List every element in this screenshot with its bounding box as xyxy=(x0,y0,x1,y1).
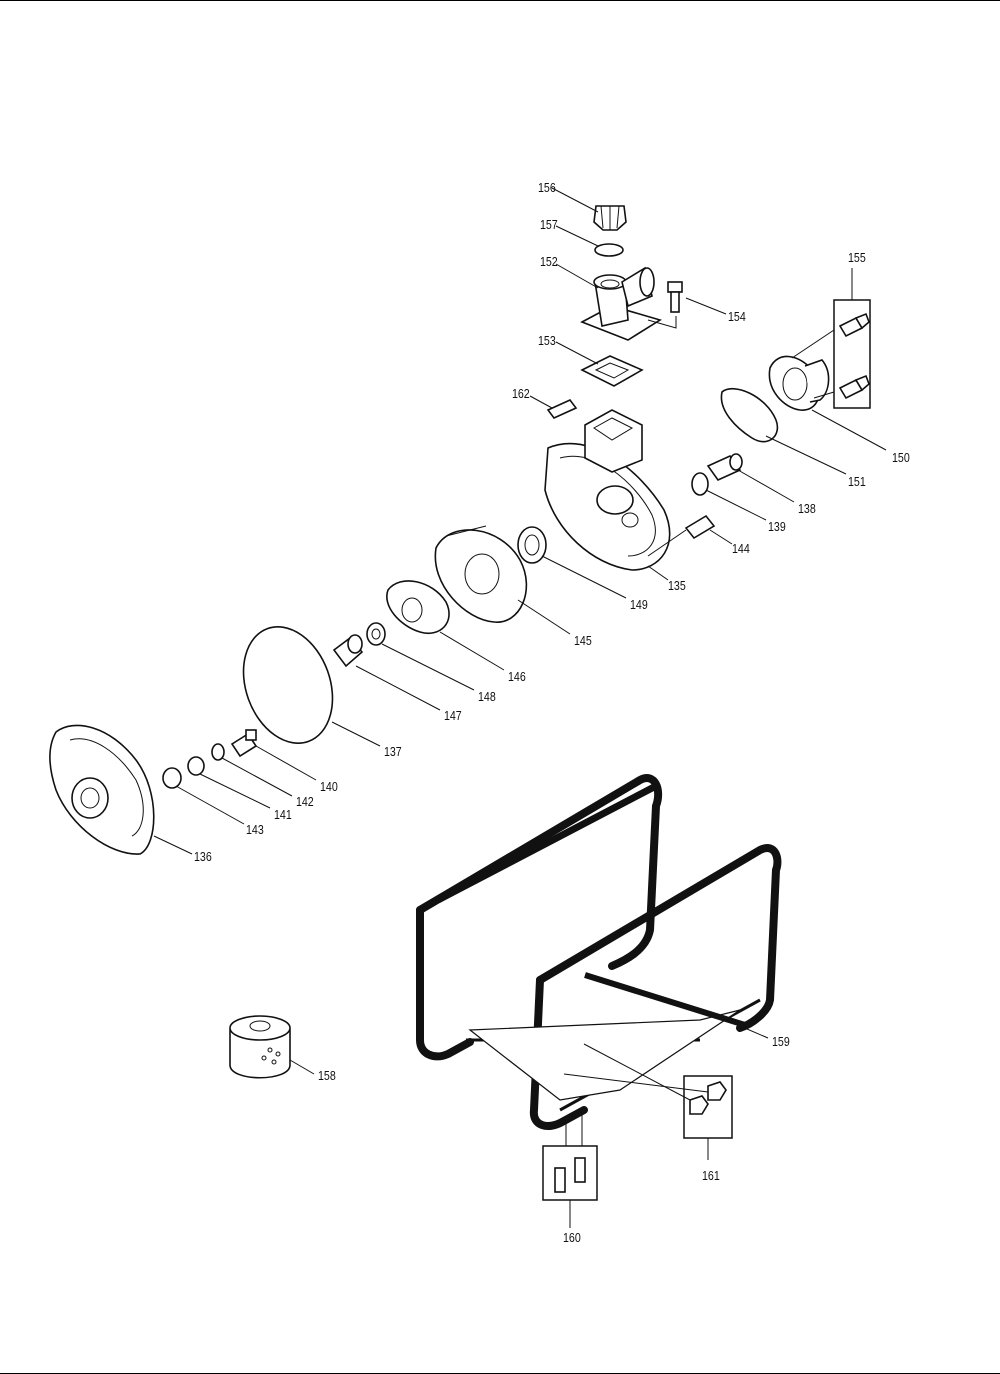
part-137-large-o-ring xyxy=(242,626,334,744)
callout-135: 135 xyxy=(668,578,686,593)
callout-145: 145 xyxy=(574,633,592,648)
callout-146: 146 xyxy=(508,669,526,684)
part-135-pump-housing xyxy=(544,409,671,571)
callout-155: 155 xyxy=(848,250,866,265)
part-160-bolts xyxy=(554,1157,586,1193)
part-159-frame xyxy=(416,774,782,1130)
callout-138: 138 xyxy=(798,501,816,516)
part-148-washer xyxy=(366,622,386,646)
part-143-seal xyxy=(162,767,182,789)
part-149-seal xyxy=(517,526,547,564)
part-162-label xyxy=(546,399,578,419)
part-152-outlet-elbow xyxy=(580,266,662,341)
callout-149: 149 xyxy=(630,597,648,612)
callout-136: 136 xyxy=(194,849,212,864)
part-156-cap xyxy=(593,205,627,231)
callout-148: 148 xyxy=(478,689,496,704)
part-150-inlet-flange xyxy=(768,355,830,411)
callout-156: 156 xyxy=(538,180,556,195)
part-140-bolt xyxy=(230,729,258,758)
callout-160: 160 xyxy=(563,1230,581,1245)
callout-143: 143 xyxy=(246,822,264,837)
part-151-gasket xyxy=(720,387,779,443)
part-141-washer xyxy=(187,756,205,776)
callout-152: 152 xyxy=(540,254,558,269)
part-136-rear-cover xyxy=(49,724,155,855)
callout-139: 139 xyxy=(768,519,786,534)
callout-157: 157 xyxy=(540,217,558,232)
part-157-o-ring xyxy=(594,243,624,257)
callout-labels: 156 157 152 154 153 162 155 150 151 138 … xyxy=(194,180,910,1245)
callout-154: 154 xyxy=(728,309,746,324)
part-146-impeller xyxy=(386,580,450,635)
callout-147: 147 xyxy=(444,708,462,723)
callout-140: 140 xyxy=(320,779,338,794)
callout-159: 159 xyxy=(772,1034,790,1049)
callout-144: 144 xyxy=(732,541,750,556)
part-145-volute-case xyxy=(434,525,528,623)
part-139-o-ring xyxy=(691,472,709,496)
top-rule xyxy=(0,0,1000,1)
callout-158: 158 xyxy=(318,1068,336,1083)
part-138-valve xyxy=(706,453,743,482)
part-154-bolt xyxy=(667,281,683,313)
callout-161: 161 xyxy=(702,1168,720,1183)
leader-lines xyxy=(153,187,887,1228)
callout-142: 142 xyxy=(296,794,314,809)
part-142-washer xyxy=(211,743,225,761)
callout-150: 150 xyxy=(892,450,910,465)
part-155-bolts xyxy=(838,312,870,400)
part-144-plug xyxy=(684,514,716,540)
part-158-strainer xyxy=(229,1015,291,1079)
part-147-sleeve xyxy=(332,634,364,668)
callout-153: 153 xyxy=(538,333,556,348)
callout-162: 162 xyxy=(512,386,530,401)
part-161-nuts xyxy=(689,1081,727,1115)
callout-141: 141 xyxy=(274,807,292,822)
callout-151: 151 xyxy=(848,474,866,489)
part-160-box xyxy=(542,1145,598,1201)
callout-137: 137 xyxy=(384,744,402,759)
